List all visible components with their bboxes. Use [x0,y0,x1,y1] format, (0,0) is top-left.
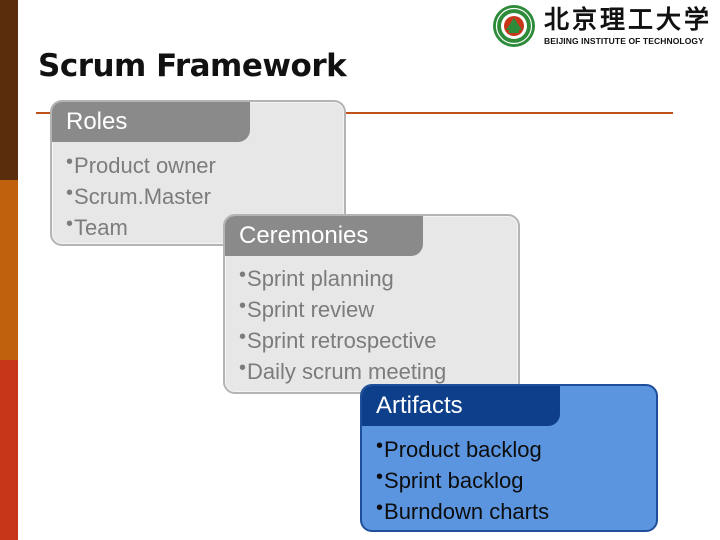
bullet: • [376,466,384,488]
slide-title: Scrum Framework [38,48,347,84]
list-item-text: Product backlog [384,437,542,462]
left-stripe-top [0,0,18,180]
list-item: •Sprint review [239,295,446,326]
bullet: • [239,264,247,286]
list-item: •Team [66,213,216,244]
roles-card: Roles •Product owner •Scrum.Master •Team [50,100,346,246]
list-item-text: Sprint backlog [384,468,524,493]
list-item-text: Burndown charts [384,499,550,524]
list-item-text: Team [74,215,128,240]
bullet: • [239,357,247,379]
list-item-text: Scrum.Master [74,184,211,209]
bullet: • [66,182,74,204]
bullet: • [376,497,384,519]
university-name-english: BEIJING INSTITUTE OF TECHNOLOGY [544,36,704,46]
title-divider [36,112,673,114]
list-item-text: Sprint review [247,297,375,322]
bullet: • [239,326,247,348]
ceremonies-card: Ceremonies •Sprint planning •Sprint revi… [223,214,520,394]
list-item: •Product backlog [376,435,549,466]
left-stripe-bottom [0,360,18,540]
list-item: •Burndown charts [376,497,549,528]
list-item-text: Product owner [74,153,216,178]
list-item: •Sprint retrospective [239,326,446,357]
bullet: • [66,213,74,235]
list-item: •Sprint backlog [376,466,549,497]
list-item: •Product owner [66,151,216,182]
roles-list: •Product owner •Scrum.Master •Team [66,151,216,244]
roles-card-title: Roles [52,102,250,142]
bullet: • [66,151,74,173]
list-item-text: Daily scrum meeting [247,359,447,384]
university-seal-icon [493,5,535,47]
bullet: • [239,295,247,317]
artifacts-card: Artifacts •Product backlog •Sprint backl… [360,384,658,532]
list-item-text: Sprint planning [247,266,394,291]
list-item: •Daily scrum meeting [239,357,446,388]
left-stripe-middle [0,180,18,360]
university-logo: 北京理工大学 BEIJING INSTITUTE OF TECHNOLOGY [492,4,714,50]
university-name-chinese: 北京理工大学 [544,5,713,34]
bullet: • [376,435,384,457]
list-item-text: Sprint retrospective [247,328,437,353]
list-item: •Scrum.Master [66,182,216,213]
list-item: •Sprint planning [239,264,446,295]
artifacts-list: •Product backlog •Sprint backlog •Burndo… [376,435,549,528]
ceremonies-list: •Sprint planning •Sprint review •Sprint … [239,264,446,388]
ceremonies-card-title: Ceremonies [225,216,423,256]
artifacts-card-title: Artifacts [362,386,560,426]
